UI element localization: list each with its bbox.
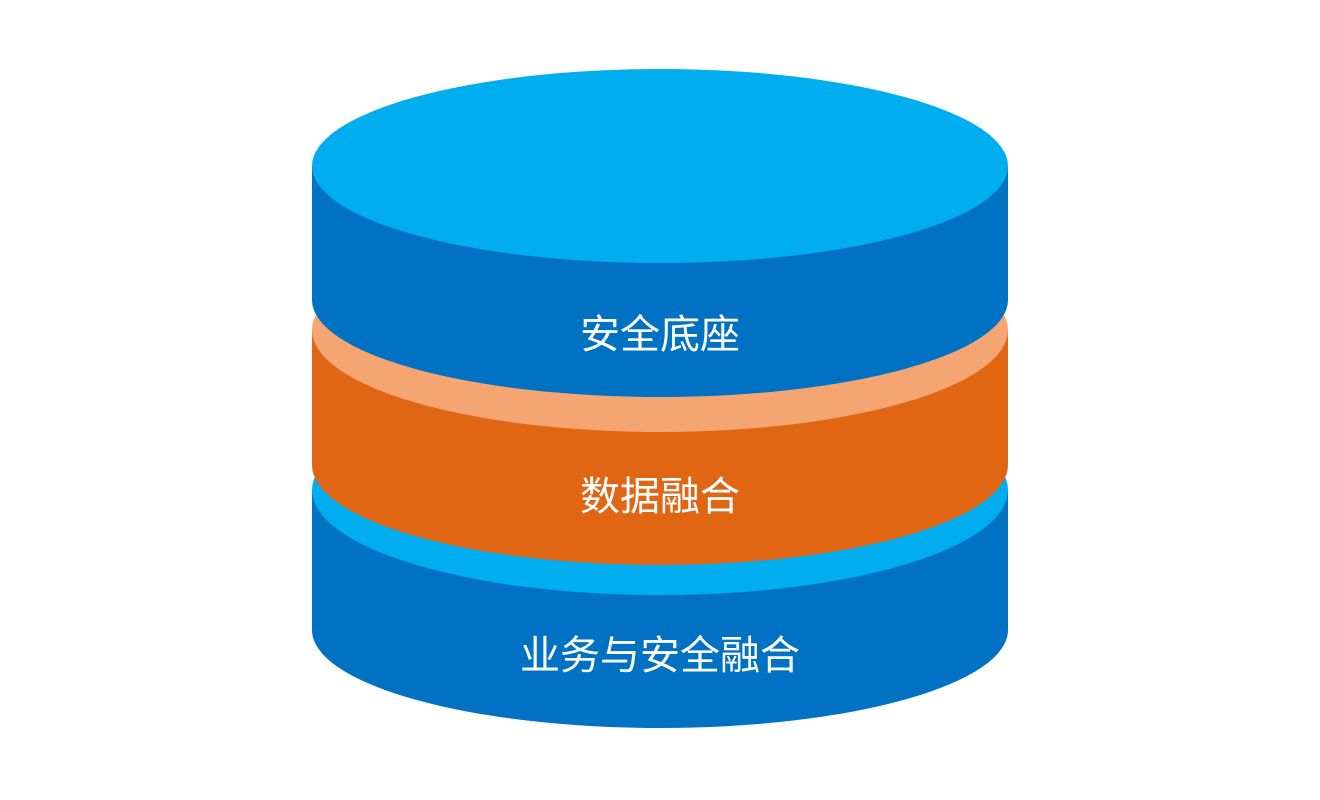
layer-bottom-label: 业务与安全融合 [520,633,800,679]
layer-middle-label: 数据融合 [580,474,740,520]
layer-top [312,69,1008,397]
layer-top-label: 安全底座 [580,312,740,358]
layer-top-top-face [312,69,1008,263]
